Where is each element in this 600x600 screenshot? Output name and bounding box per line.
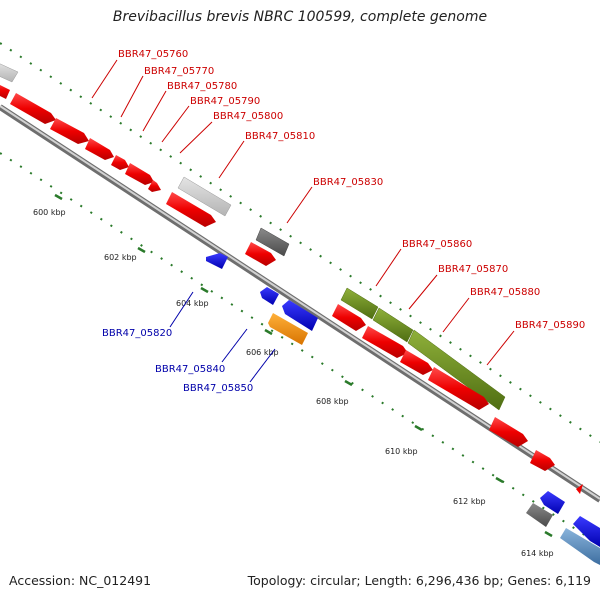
gene-feature[interactable] <box>573 516 600 547</box>
gene-label-reverse[interactable]: BBR47_05840 <box>155 364 225 375</box>
gene-feature[interactable] <box>428 367 489 410</box>
tick-label-610: 610 kbp <box>385 447 418 456</box>
gene-feature[interactable] <box>50 118 89 144</box>
gene-feature[interactable] <box>560 528 600 565</box>
tick-guides <box>0 42 600 546</box>
gene-label-reverse[interactable]: BBR47_05850 <box>183 383 253 394</box>
gene-label-forward[interactable]: BBR47_05870 <box>438 264 508 275</box>
gene-feature[interactable] <box>206 253 228 269</box>
accession-text: Accession: NC_012491 <box>9 573 152 588</box>
tick-label-602: 602 kbp <box>104 253 137 262</box>
gene-feature[interactable] <box>526 503 553 527</box>
gene-label-forward[interactable]: BBR47_05890 <box>515 320 585 331</box>
gene-label-forward[interactable]: BBR47_05770 <box>144 66 214 77</box>
tick-mark-614 <box>544 530 553 538</box>
gene-label-forward[interactable]: BBR47_05800 <box>213 111 283 122</box>
guide-line-2 <box>0 152 600 546</box>
tick-label-600: 600 kbp <box>33 208 66 217</box>
gene-label-forward[interactable]: BBR47_05760 <box>118 49 188 60</box>
gene-feature[interactable] <box>177 176 232 217</box>
gene-feature[interactable] <box>245 242 276 266</box>
tick-label-604: 604 kbp <box>176 299 209 308</box>
map-title: Brevibacillus brevis NBRC 100599, comple… <box>112 9 488 25</box>
gene-label-forward[interactable]: BBR47_05860 <box>402 239 472 250</box>
gene-feature[interactable] <box>111 155 129 170</box>
gene-label-forward[interactable]: BBR47_05830 <box>313 177 383 188</box>
gene-feature[interactable] <box>125 163 154 185</box>
gene-feature[interactable] <box>282 300 318 331</box>
gene-label-forward[interactable]: BBR47_05810 <box>245 131 315 142</box>
gene-feature[interactable] <box>407 329 506 411</box>
gene-label-forward[interactable]: BBR47_05790 <box>190 96 260 107</box>
reverse-feature-lane <box>206 253 600 565</box>
gene-feature[interactable] <box>400 350 433 375</box>
gene-label-forward[interactable]: BBR47_05880 <box>470 287 540 298</box>
tick-mark-608 <box>344 379 353 387</box>
genome-summary-text: Topology: circular; Length: 6,296,436 bp… <box>247 573 591 588</box>
gene-feature[interactable] <box>340 287 379 320</box>
gene-label-forward[interactable]: BBR47_05780 <box>167 81 237 92</box>
gene-feature[interactable] <box>85 138 114 160</box>
gene-feature[interactable] <box>530 450 555 471</box>
tick-label-606: 606 kbp <box>246 348 279 357</box>
tick-label-612: 612 kbp <box>453 497 486 506</box>
gene-label-reverse[interactable]: BBR47_05820 <box>102 328 172 339</box>
gene-feature[interactable] <box>362 326 408 358</box>
gene-feature[interactable] <box>268 313 308 345</box>
tick-mark-602 <box>137 246 146 254</box>
label-leaders <box>91 59 515 383</box>
guide-line-1 <box>0 42 600 443</box>
gene-feature[interactable] <box>260 287 279 305</box>
tick-mark-604 <box>200 286 209 294</box>
gene-feature[interactable] <box>489 417 528 447</box>
tick-label-608: 608 kbp <box>316 397 349 406</box>
tick-marks <box>54 193 553 538</box>
gene-feature[interactable] <box>372 307 414 343</box>
gene-feature[interactable] <box>0 62 19 83</box>
outer-feature-lane <box>0 62 506 411</box>
gene-feature[interactable] <box>10 93 56 124</box>
gene-feature[interactable] <box>255 227 290 257</box>
tick-mark-610 <box>414 424 423 432</box>
tick-mark-612 <box>495 476 504 484</box>
gene-feature[interactable] <box>540 491 565 514</box>
forward-feature-lane <box>0 82 583 494</box>
tick-label-614: 614 kbp <box>521 549 554 558</box>
gene-feature[interactable] <box>332 304 366 331</box>
tick-mark-606 <box>264 328 273 336</box>
gene-feature[interactable] <box>148 180 161 192</box>
gene-feature[interactable] <box>0 82 10 99</box>
tick-mark-600 <box>54 193 63 201</box>
gene-feature[interactable] <box>166 192 216 227</box>
gene-feature[interactable] <box>576 484 583 494</box>
